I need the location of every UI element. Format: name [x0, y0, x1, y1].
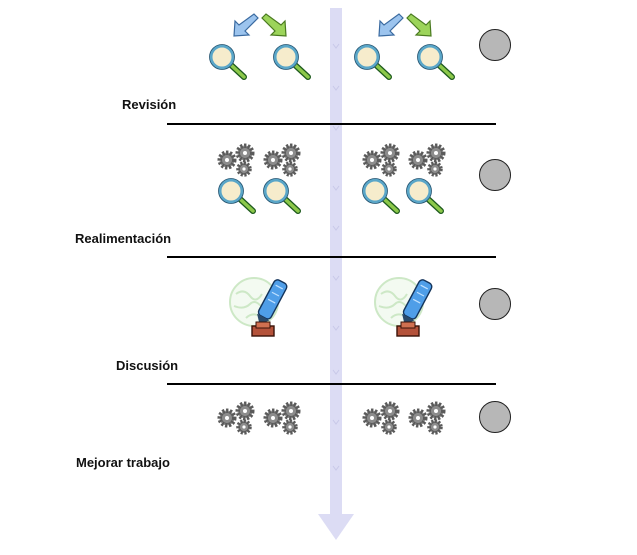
stage-label-mejorar-trabajo: Mejorar trabajo [76, 455, 170, 470]
arrow-down-left-icon [233, 13, 259, 37]
gear-icon [217, 143, 255, 177]
magnifier-icon [354, 44, 392, 80]
arrow-down-right-icon [406, 13, 432, 37]
stage-label-realimentacion: Realimentación [75, 231, 172, 246]
magnifier-icon [406, 178, 444, 214]
magnifier-icon [417, 44, 455, 80]
gear-icon [408, 143, 446, 177]
gear-icon [362, 401, 400, 435]
stage-label-revision: Revisión [122, 97, 177, 112]
status-circle [479, 288, 511, 320]
divider [167, 256, 496, 258]
globe-pen-icon [229, 277, 288, 337]
magnifier-icon [209, 44, 247, 80]
gear-icon [362, 143, 400, 177]
gear-icon [408, 401, 446, 435]
magnifier-icon [273, 44, 311, 80]
divider [167, 123, 496, 125]
status-circle [479, 159, 511, 191]
arrow-down-right-icon [261, 13, 287, 37]
stage-label-discusion: Discusión [116, 358, 179, 373]
magnifier-icon [218, 178, 256, 214]
gear-icon [263, 143, 301, 177]
divider [167, 383, 496, 385]
arrow-down-left-icon [378, 13, 404, 37]
magnifier-icon [263, 178, 301, 214]
globe-pen-icon [374, 277, 433, 337]
magnifier-icon [362, 178, 400, 214]
gear-icon [263, 401, 301, 435]
status-circle [479, 401, 511, 433]
gear-icon [217, 401, 255, 435]
status-circle [479, 29, 511, 61]
